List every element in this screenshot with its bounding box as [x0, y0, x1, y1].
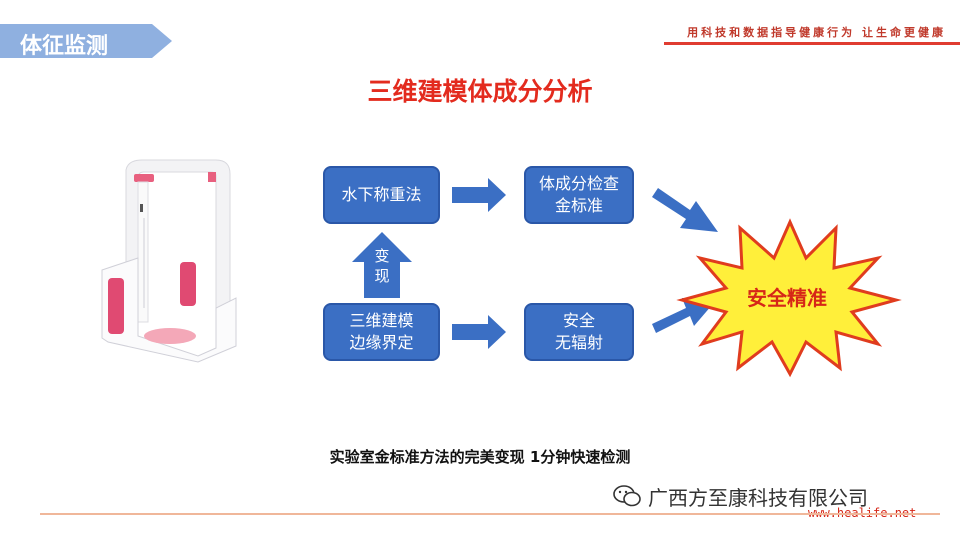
caption: 实验室金标准方法的完美变现 1分钟快速检测 — [329, 448, 631, 466]
arrow-right-top — [452, 178, 506, 212]
slogan-underline — [664, 42, 960, 45]
wechat-icon — [613, 485, 641, 507]
gold-standard-line1: 体成分检查 — [538, 174, 619, 193]
section-tag-shape — [0, 24, 172, 58]
footer-divider — [40, 513, 940, 515]
arrow-diag-down — [652, 188, 718, 232]
section-tag: 体征监测 — [0, 24, 172, 59]
realize-char2: 现 — [374, 267, 390, 285]
slogan: 用科技和数据指导健康行为 让生命更健康 — [687, 26, 946, 39]
body-scanner-image — [101, 159, 237, 363]
arrow-right-bottom — [452, 315, 506, 349]
realize-label: 变 现 — [374, 246, 390, 286]
3d-modeling-box: 三维建模 边缘界定 — [323, 303, 440, 361]
water-weighing-label: 水下称重法 — [341, 185, 422, 204]
modeling-line1: 三维建模 — [349, 311, 414, 330]
gold-standard-box: 体成分检查 金标准 — [524, 166, 634, 224]
page-title: 三维建模体成分分析 — [367, 77, 593, 106]
company-name: 广西方至康科技有限公司 — [648, 486, 868, 510]
result-label: 安全精准 — [747, 286, 827, 310]
water-weighing-box: 水下称重法 — [323, 166, 440, 224]
modeling-line2: 边缘界定 — [349, 333, 414, 352]
safe-line2: 无辐射 — [554, 333, 603, 352]
safe-box: 安全 无辐射 — [524, 303, 634, 361]
result-star — [676, 218, 902, 378]
realize-char1: 变 — [374, 247, 390, 265]
arrow-up — [352, 232, 412, 298]
section-label: 体征监测 — [20, 34, 109, 59]
gold-standard-line2: 金标准 — [554, 196, 603, 215]
safe-line1: 安全 — [562, 311, 595, 330]
